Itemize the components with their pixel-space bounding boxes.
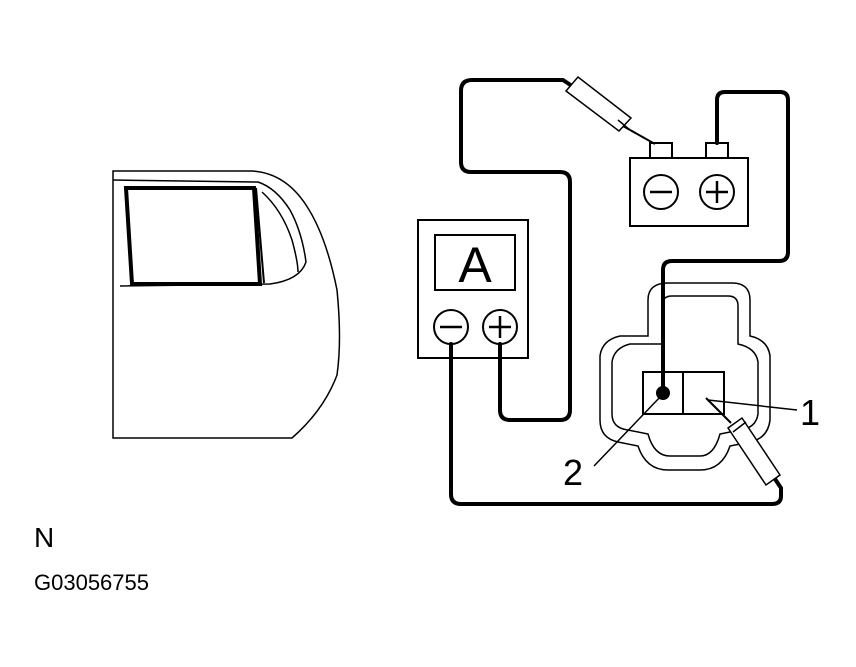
view-label: N — [34, 522, 55, 553]
probe-battery — [564, 75, 656, 145]
rear-door-drawing — [112, 170, 341, 439]
wires — [449, 78, 790, 506]
connector-housing-inner — [611, 295, 759, 457]
figure-id: G03056755 — [34, 570, 149, 595]
connector-terminal-1 — [682, 371, 725, 415]
callout-1: 1 — [800, 392, 821, 433]
wire-battery-positive — [661, 90, 790, 394]
callout-leaders — [593, 394, 798, 467]
plus-icon — [706, 181, 728, 203]
battery — [629, 142, 749, 227]
probe-terminal-1 — [705, 397, 782, 487]
ammeter-symbol: A — [458, 237, 492, 293]
door-window-glass — [123, 186, 299, 286]
door-window-frame — [112, 179, 307, 287]
connector-housing-outer — [599, 282, 771, 471]
ammeter: A — [417, 219, 529, 359]
callout-2: 2 — [563, 452, 584, 493]
callout-2-leader — [593, 394, 663, 467]
battery-positive-post — [705, 142, 729, 159]
callout-1-leader — [707, 399, 798, 411]
door-outline — [112, 170, 341, 439]
plus-icon — [489, 316, 511, 338]
ammeter-display — [434, 234, 516, 291]
battery-negative-post — [649, 142, 673, 159]
wire-battery-negative — [459, 78, 574, 422]
wire-ammeter-negative — [449, 342, 783, 506]
